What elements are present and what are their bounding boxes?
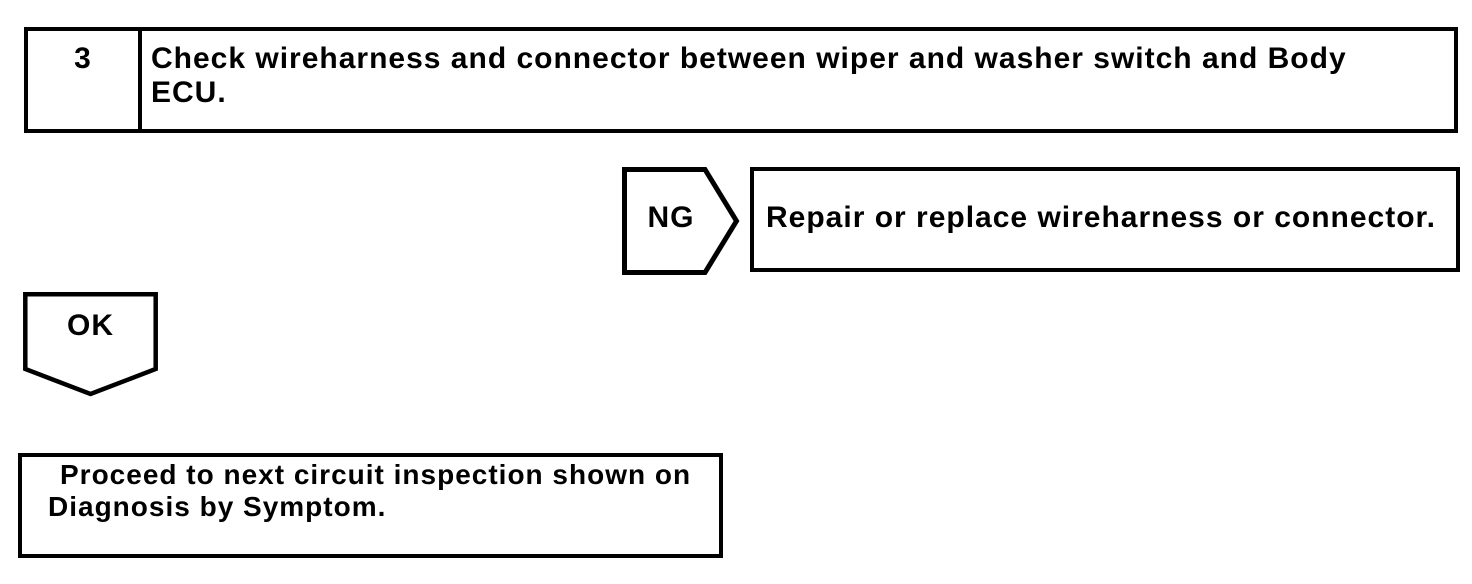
ng-action-text: Repair or replace wireharness or connect… — [766, 200, 1436, 234]
step-box: 3 Check wireharness and connector betwee… — [24, 27, 1458, 133]
ng-action-box: Repair or replace wireharness or connect… — [750, 167, 1460, 272]
ok-connector: OK — [23, 292, 158, 397]
result-box: Proceed to next circuit inspection shown… — [18, 453, 723, 558]
result-text: Proceed to next circuit inspection shown… — [48, 459, 692, 522]
ng-label: NG — [647, 201, 695, 234]
ok-arrow-down-icon — [23, 292, 158, 397]
step-instruction: Check wireharness and connector between … — [151, 42, 1347, 109]
ok-label: OK — [67, 309, 114, 342]
ng-connector: NG — [622, 167, 740, 275]
ng-arrow-right-icon — [622, 167, 740, 275]
step-number: 3 — [28, 31, 142, 129]
